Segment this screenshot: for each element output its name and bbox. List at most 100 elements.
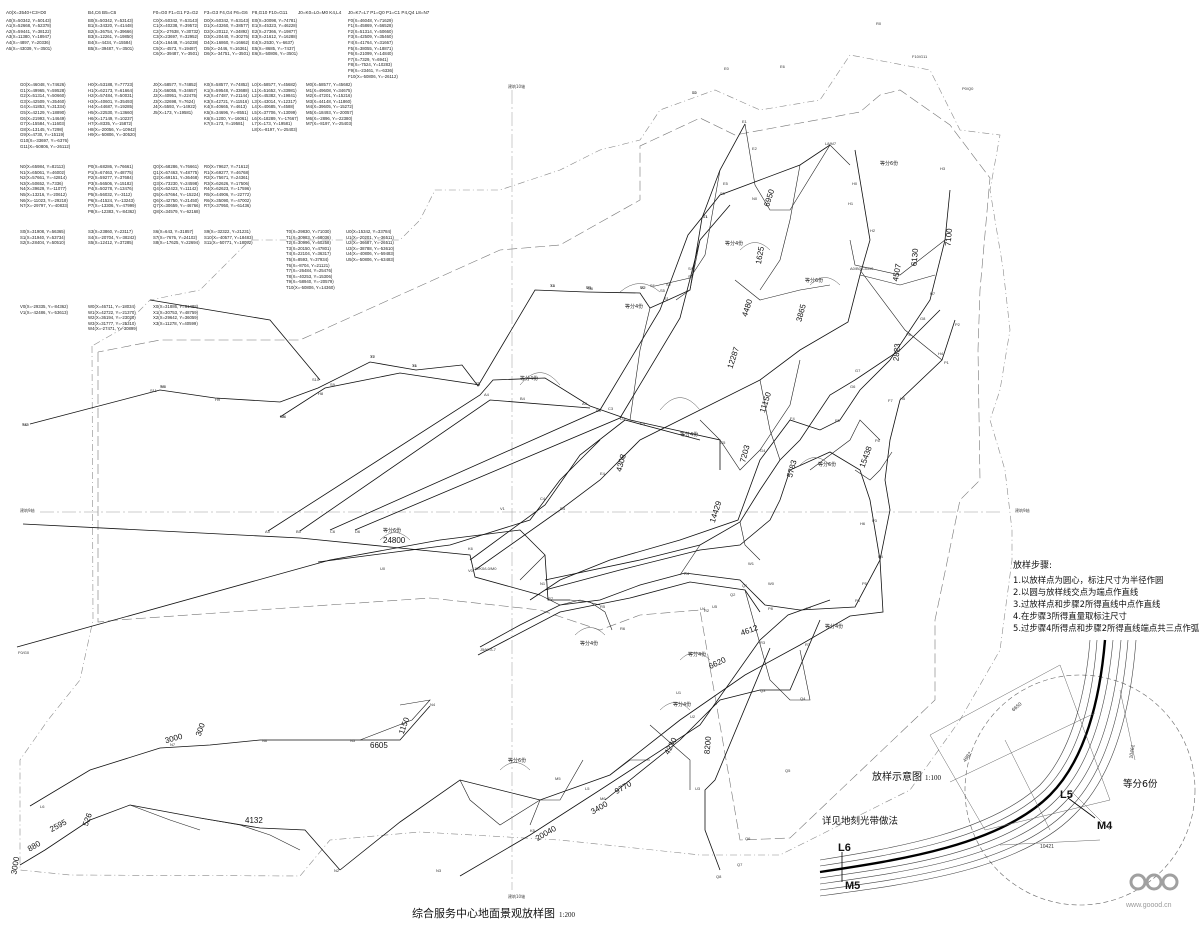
strip-G [317, 439, 601, 563]
coordinate-row: M7(X=-8197, Y=-25403) [306, 121, 353, 127]
coordinate-row: Q7(X=30659, Y=-46766) [153, 203, 200, 209]
coordinate-row: K2(X=47487, Y=21144) [204, 93, 249, 99]
coordinate-row: C6(X=-39487, Y=-3501) [153, 51, 199, 57]
plan-scale: 1:200 [559, 911, 575, 919]
coordinate-group: L0(X=58577, Y=45682)L1(X=51652, Y=33981)… [252, 82, 298, 132]
svg-text:等分6份: 等分6份 [880, 160, 898, 167]
point-label: U2 [690, 714, 696, 719]
coordinate-row: L4(X=40685, Y=4588) [252, 104, 295, 110]
point-label: A5 [265, 529, 271, 534]
point-label: E6 [780, 64, 786, 69]
point-label: P4 [878, 554, 884, 559]
svg-text:等分4份: 等分4份 [625, 303, 643, 310]
point-label: Q3 [760, 688, 766, 693]
svg-text:等分4份: 等分4份 [680, 431, 698, 438]
point-label: B5 [296, 529, 302, 534]
coordinate-row: H7(X=8335, Y=-15872) [88, 121, 133, 127]
coordinate-row: D4(X=16860, Y=16662) [204, 39, 250, 45]
coordinate-row: R1(X=69277, Y=46768) [204, 169, 250, 175]
dim-15438: 15438 [858, 444, 874, 469]
point-label: U1 [676, 690, 682, 695]
coordinate-row: K6(X=1200, Y=-16061) [204, 115, 249, 121]
point-label: W4 [280, 414, 287, 419]
coordinate-row: S10(X=-40577, Y=18483) [204, 234, 253, 240]
svg-text:等分6份: 等分6份 [508, 757, 526, 764]
coordinate-group-header: J0=K0=L0=M0 K4,L4 [298, 10, 342, 15]
point-label: U4 [700, 606, 706, 611]
coordinate-row: P7(X=-13306, Y=-47999) [88, 203, 136, 209]
coordinate-row: X2(X=29642, Y=36059) [153, 315, 199, 321]
strip-Q [604, 619, 821, 801]
point-label: E0 [724, 66, 730, 71]
strip-M [477, 581, 761, 656]
strip-S2 [299, 399, 591, 532]
coordinate-row: F4(X=41764, Y=31667) [348, 39, 393, 45]
point-label: X2 [475, 381, 481, 386]
point-label: R6 [620, 626, 626, 631]
svg-text:建筑9轴: 建筑9轴 [1015, 507, 1030, 513]
svg-text:建筑9轴: 建筑9轴 [20, 507, 35, 513]
coordinate-row: A5(X=-43039, Y=-3501) [6, 45, 52, 51]
dim-8200: 8200 [702, 735, 713, 754]
coordinate-row: L7(X=173, Y=19581) [252, 121, 292, 127]
strip-N [339, 559, 884, 871]
point-label: S2 [666, 282, 672, 287]
svg-text:等分4份: 等分4份 [580, 640, 598, 647]
coordinate-row: Q4(X=62423, Y=11142) [153, 186, 198, 192]
strip-T [29, 123, 746, 425]
coordinate-row: E3(X=21612, Y=16288) [252, 34, 298, 40]
point-label: S8 [588, 286, 594, 291]
coordinate-row: B4(X=-4434, Y=15584) [88, 39, 133, 45]
point-label: X0 [370, 354, 376, 359]
point-label: L2 [692, 90, 697, 95]
step-2: 2.以圆与放样线交点为端点作直线 [1013, 587, 1139, 597]
coordinate-group: T0(X=29830, Y=71030)T1(X=30983, Y=68036)… [286, 229, 335, 291]
coordinate-row: H0(X=53188, Y=77723) [88, 82, 134, 87]
strip-H [529, 189, 951, 601]
point-label: C3 [608, 406, 614, 411]
point-label: S1 [664, 296, 670, 301]
point-label: S3 [688, 274, 694, 279]
strip-E [22, 523, 541, 596]
coordinate-row: G4(X=41853, Y=31334) [20, 104, 66, 110]
point-label: R3 [760, 640, 766, 645]
coordinate-row: Q8(X=34579, Y=-62168) [153, 208, 200, 214]
point-label: H1 [848, 201, 854, 206]
svg-text:等分6份: 等分6份 [805, 277, 823, 284]
strip-A [329, 144, 831, 531]
coordinate-group-header: F8,G10 F10=G11 [252, 10, 288, 15]
point-label: D3 [620, 416, 626, 421]
coordinate-row: A2(X=59441, Y=38122) [6, 28, 52, 34]
coordinate-row: L6(X=18289, Y=-17667) [252, 115, 299, 121]
label-l6: L6 [838, 842, 851, 854]
dim-3400: 3400 [589, 799, 609, 816]
point-label: W2 [22, 422, 29, 427]
coordinate-row: Q6(X=42750, Y=21450) [153, 197, 199, 203]
point-label: B3 [596, 408, 602, 413]
strip-T-lower [279, 372, 481, 418]
coordinate-row: J5(X=173, Y=19581) [153, 109, 193, 115]
coordinate-row: G11(X=-50806, Y=-26112) [20, 143, 71, 149]
point-label: V1 [500, 506, 506, 511]
point-label: M6 [600, 796, 606, 801]
point-label: V0 [468, 568, 474, 573]
coordinate-row: J0(X=58577, Y=74852) [153, 82, 198, 87]
point-label: G8 [920, 316, 926, 321]
point-label: L5 [585, 786, 590, 791]
point-label: T6 [412, 363, 417, 368]
point-label: D4 [560, 506, 566, 511]
coordinate-row: D3(X=20440, Y=30275) [204, 34, 250, 40]
coordinate-row: L8(X=-8197, Y=-25403) [252, 126, 298, 132]
coordinate-row: N6(X=-11023, Y=-29218) [20, 197, 68, 203]
coordinate-row: E5(X=-8685, Y=-7437) [252, 45, 296, 51]
point-label: H3 [940, 166, 946, 171]
dim-6620: 6620 [707, 655, 727, 671]
coordinate-group: S9(X=-32322, Y=21231)S10(X=-40577, Y=184… [204, 229, 253, 246]
dim-4230: 4230 [663, 736, 680, 756]
coordinate-row: R7(X=37950, Y=-61436) [204, 203, 251, 209]
coordinate-row: X1(X=30753, Y=48759) [153, 309, 199, 315]
coordinate-row: X0(X=31886, Y=61488) [153, 304, 199, 309]
point-label: R2 [704, 608, 710, 613]
point-label: T3 [586, 285, 591, 290]
